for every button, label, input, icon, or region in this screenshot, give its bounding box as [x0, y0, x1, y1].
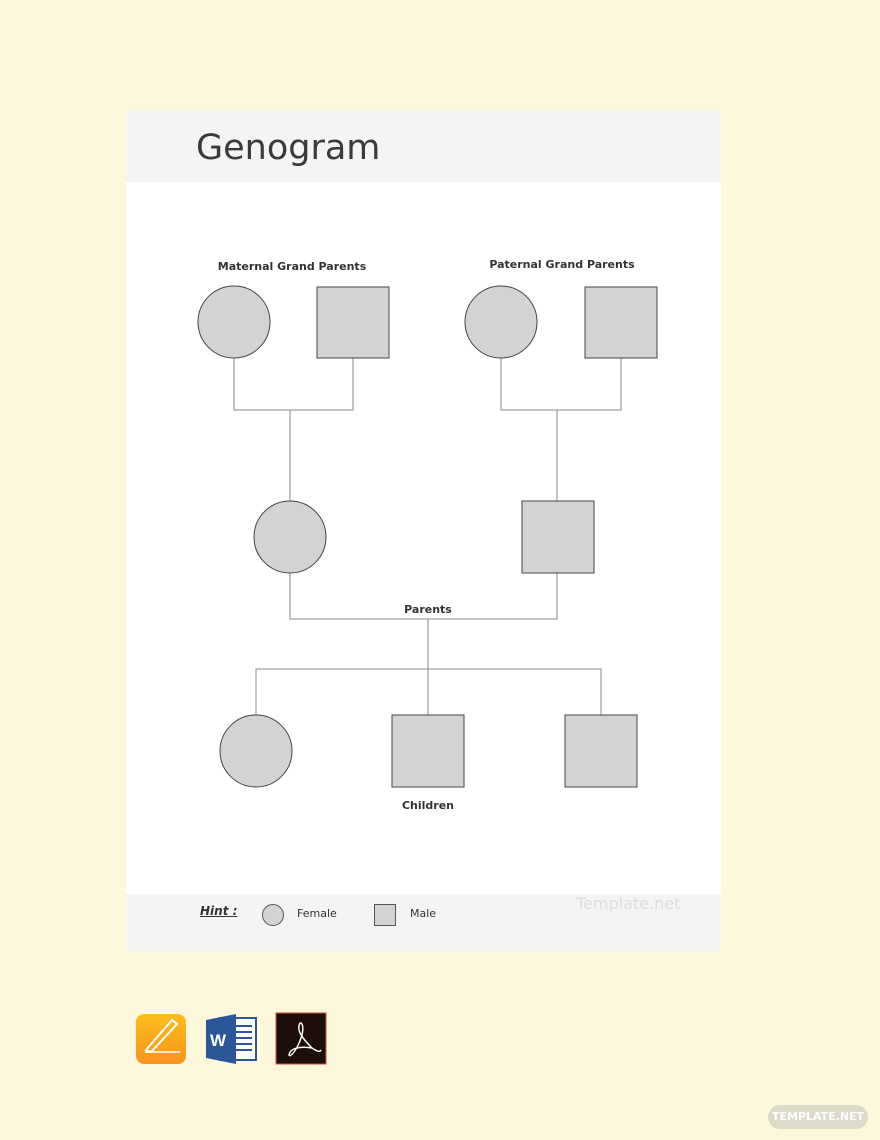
hint-label: Hint :	[200, 904, 238, 918]
maternal-grandfather	[316, 286, 390, 359]
svg-text:W: W	[210, 1031, 227, 1050]
paternal-grandfather	[584, 286, 658, 359]
page-title: Genogram	[196, 128, 381, 168]
legend-panel: Hint : Female Male Template.net	[126, 894, 721, 951]
son-1	[391, 714, 465, 788]
template-net-badge[interactable]: TEMPLATE.NET	[768, 1105, 868, 1129]
maternal-couple-line	[233, 358, 354, 411]
father	[521, 500, 595, 574]
word-icon[interactable]: W	[206, 1014, 257, 1064]
pages-icon[interactable]	[136, 1014, 186, 1064]
watermark: Template.net	[576, 894, 681, 913]
maternal-grandmother	[197, 285, 271, 359]
document-header: Genogram	[126, 110, 721, 182]
parents-label: Parents	[404, 603, 452, 616]
acrobat-icon[interactable]	[275, 1012, 327, 1065]
male-square-icon	[374, 904, 396, 926]
daughter	[219, 714, 293, 788]
mother	[253, 500, 327, 574]
paternal-couple-line	[500, 358, 622, 411]
connector-lines	[233, 358, 622, 715]
paternal-grandmother	[464, 285, 538, 359]
genogram-document: Genogram Hint : Female Male Template.net	[126, 110, 721, 951]
son-2	[564, 714, 638, 788]
paternal-grandparents-label: Paternal Grand Parents	[489, 258, 635, 271]
children-label: Children	[402, 799, 454, 812]
female-label: Female	[297, 907, 337, 920]
male-label: Male	[410, 907, 437, 920]
female-circle-icon	[262, 904, 284, 926]
siblings-line	[255, 668, 602, 715]
maternal-grandparents-label: Maternal Grand Parents	[218, 260, 367, 273]
parents-couple-line	[289, 573, 558, 620]
